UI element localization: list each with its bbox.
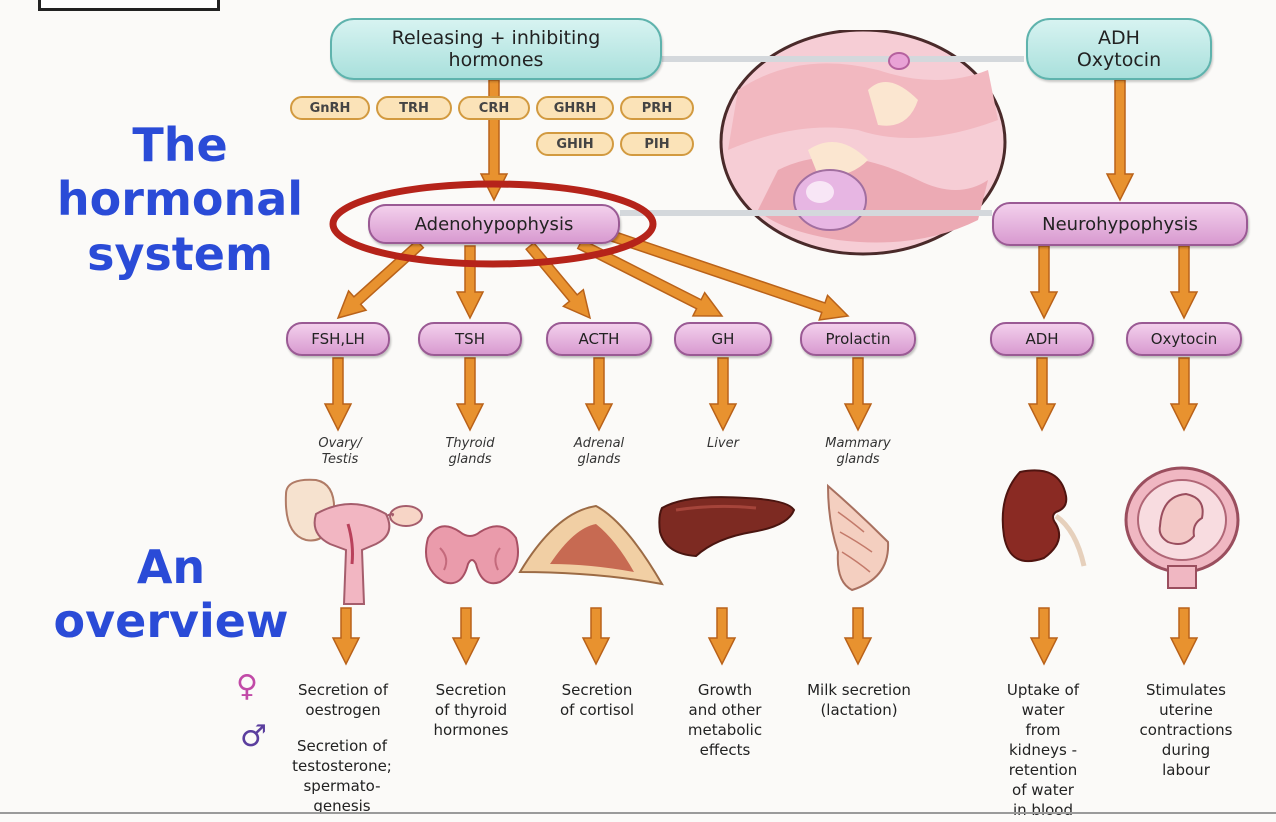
arrow-tsh-down xyxy=(455,357,485,432)
arrow-acth-down xyxy=(584,357,614,432)
liver-icon xyxy=(658,496,796,558)
connector-line-middle xyxy=(620,210,992,216)
effect-water-uptake: Uptake of water from kidneys - retention… xyxy=(1006,681,1080,819)
bottom-rule xyxy=(0,812,1276,814)
arrow-adrenal-effect xyxy=(581,607,611,666)
arrow-oxytocin-down xyxy=(1169,357,1199,432)
arrow-gh-down xyxy=(708,357,738,432)
gland-adrenal: Adrenal glands xyxy=(573,436,625,468)
arrow-ovary-effect xyxy=(331,607,361,666)
gland-mammary: Mammary glands xyxy=(825,436,891,468)
reproductive-organs-icon xyxy=(284,478,423,605)
gland-thyroid: Thyroid glands xyxy=(445,436,495,468)
connector-line-top xyxy=(662,56,1024,62)
hormone-tsh: TSH xyxy=(418,322,522,356)
brain-cross-section-icon xyxy=(719,30,1007,256)
arrow-kidney-effect xyxy=(1029,607,1059,666)
arrow-oxytocin-to-neuro xyxy=(1105,79,1135,202)
arrow-adeno-to-gh xyxy=(576,238,724,317)
gland-liver: Liver xyxy=(707,436,739,451)
hypothalamus-dot xyxy=(888,52,910,70)
effect-growth: Growth and other metabolic effects xyxy=(687,681,763,759)
tag-crh: CRH xyxy=(458,96,530,120)
arrow-liver-effect xyxy=(707,607,737,666)
arrow-neuro-to-oxytocin xyxy=(1169,245,1199,320)
mammary-icon xyxy=(826,483,890,592)
effect-uterine-contractions: Stimulates uterine contractions during l… xyxy=(1139,681,1233,779)
hormone-adh: ADH xyxy=(990,322,1094,356)
effect-oestrogen: Secretion of oestrogen xyxy=(297,681,389,719)
tag-ghih: GHIH xyxy=(536,132,614,156)
arrow-fsh-down xyxy=(323,357,353,432)
effect-milk: Milk secretion (lactation) xyxy=(807,681,911,719)
arrow-mammary-effect xyxy=(843,607,873,666)
tag-ghrh: GHRH xyxy=(536,96,614,120)
releasing-inhibiting-box: Releasing + inhibiting hormones xyxy=(330,18,662,80)
highlight-ring xyxy=(329,180,657,268)
gland-ovary-testis: Ovary/ Testis xyxy=(318,436,362,468)
neurohypophysis-box: Neurohypophysis xyxy=(992,202,1248,246)
kidney-icon xyxy=(1001,469,1087,567)
tag-prh: PRH xyxy=(620,96,694,120)
frame-corner xyxy=(38,0,220,11)
tag-trh: TRH xyxy=(376,96,452,120)
arrow-thyroid-effect xyxy=(451,607,481,666)
hormone-acth: ACTH xyxy=(546,322,652,356)
arrow-prolactin-down xyxy=(843,357,873,432)
arrow-adeno-to-prolactin xyxy=(609,230,850,321)
effect-cortisol: Secretion of cortisol xyxy=(559,681,635,719)
adenohypophysis-box: Adenohypophysis xyxy=(368,204,620,244)
heading-hormonal-system: The hormonal system xyxy=(56,118,304,281)
hormone-gh: GH xyxy=(674,322,772,356)
arrow-uterus-effect xyxy=(1169,607,1199,666)
arrow-adh-down xyxy=(1027,357,1057,432)
female-symbol-icon: ♀ xyxy=(236,669,258,704)
hormone-prolactin: Prolactin xyxy=(800,322,916,356)
arrow-adeno-to-tsh xyxy=(455,245,485,320)
effect-thyroid-hormones: Secretion of thyroid hormones xyxy=(433,681,509,739)
arrow-neuro-to-adh xyxy=(1029,245,1059,320)
hormone-fsh-lh: FSH,LH xyxy=(286,322,390,356)
thyroid-icon xyxy=(425,525,519,585)
tag-gnrh: GnRH xyxy=(290,96,370,120)
adrenal-icon xyxy=(518,504,664,586)
heading-overview: An overview xyxy=(53,540,289,649)
adh-oxytocin-box: ADH Oxytocin xyxy=(1026,18,1212,80)
effect-testosterone: Secretion of testosterone; spermato- gen… xyxy=(292,737,392,815)
hormone-oxytocin: Oxytocin xyxy=(1126,322,1242,356)
tag-pih: PIH xyxy=(620,132,694,156)
uterus-fetus-icon xyxy=(1124,466,1240,589)
male-symbol-icon: ♂ xyxy=(240,719,267,754)
